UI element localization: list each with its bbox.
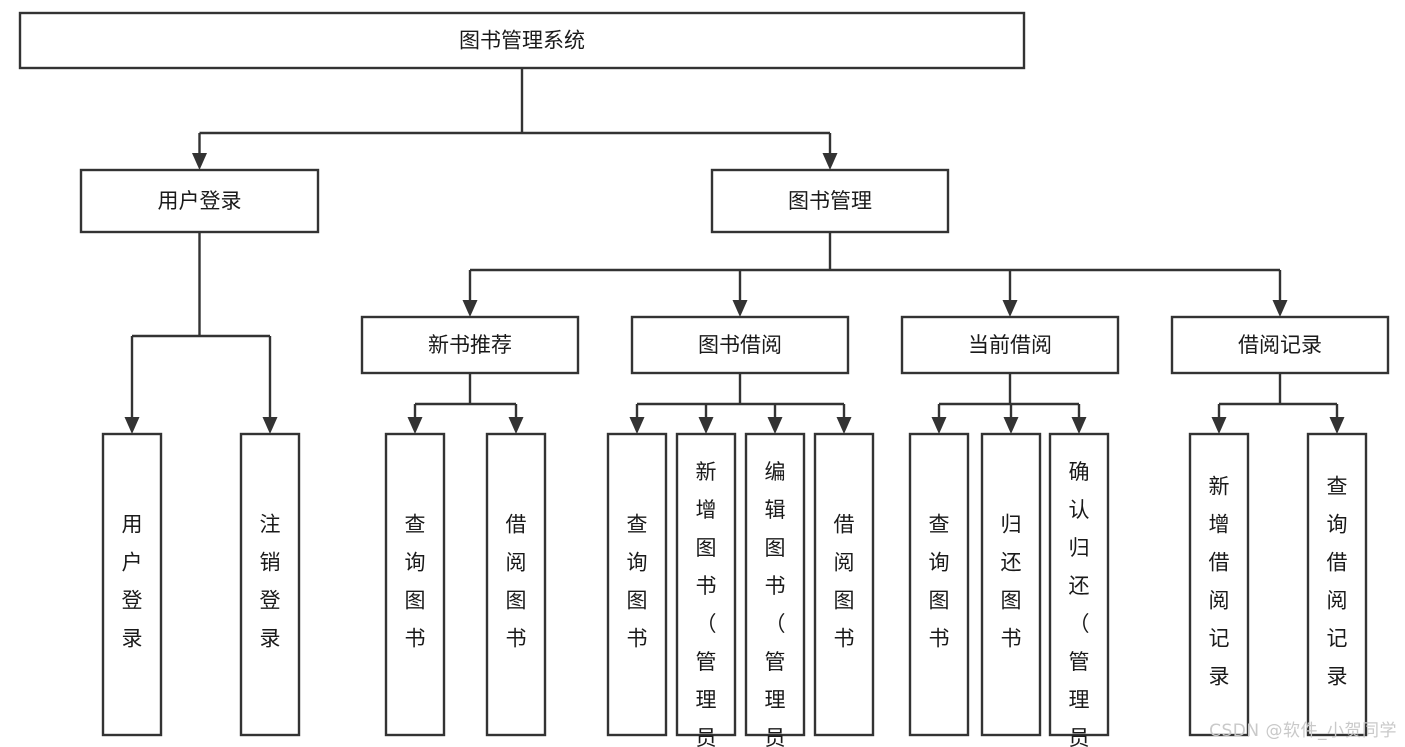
node-box [1188,432,1250,737]
node-records[interactable]: 借阅记录 [1170,315,1390,375]
arrow-head-icon [124,417,140,434]
arrow-head-icon [1002,300,1018,317]
arrow-head-icon [508,417,524,434]
node-bookmgmt[interactable]: 图书管理 [710,168,950,234]
node-label: 查询借阅记录 [1327,475,1348,689]
node-label: 新增借阅记录 [1209,475,1230,689]
node-label: 查询图书 [929,513,950,651]
node-borrow[interactable]: 图书借阅 [630,315,850,375]
node-current[interactable]: 当前借阅 [900,315,1120,375]
node-label: 用户登录 [158,189,242,213]
arrow-head-icon [732,300,748,317]
node-n-query[interactable]: 查询图书 [384,432,446,737]
node-l-logout[interactable]: 注销登录 [239,432,301,737]
node-layer: 图书管理系统用户登录图书管理新书推荐图书借阅当前借阅借阅记录用户登录注销登录查询… [18,11,1390,747]
arrow-head-icon [836,417,852,434]
node-box [239,432,301,737]
node-label: 查询图书 [627,513,648,651]
node-box [1048,432,1110,737]
node-box [630,315,850,375]
node-box [485,432,547,737]
node-box [813,432,875,737]
node-b-query[interactable]: 查询图书 [606,432,668,737]
node-label: 查询图书 [405,513,426,651]
arrow-head-icon [767,417,783,434]
arrow-head-icon [407,417,423,434]
arrow-head-icon [1272,300,1288,317]
node-label: 用户登录 [122,513,143,651]
node-label: 编辑图书（管理员） [765,460,786,747]
arrow-head-icon [698,417,714,434]
arrow-head-icon [822,153,838,170]
connector-layer [124,68,1345,434]
node-box [79,168,320,234]
node-box [710,168,950,234]
arrow-head-icon [1071,417,1087,434]
node-label: 图书管理系统 [459,29,585,53]
node-root[interactable]: 图书管理系统 [18,11,1026,70]
node-box [980,432,1042,737]
node-c-confirm[interactable]: 确认归还（管理员） [1048,432,1110,747]
node-label: 图书借阅 [698,333,782,357]
arrow-head-icon [1329,417,1345,434]
node-newbook[interactable]: 新书推荐 [360,315,580,375]
node-label: 借阅图书 [506,513,527,651]
node-label: 借阅图书 [834,513,855,651]
node-box [384,432,446,737]
node-box [675,432,737,737]
node-box [1306,432,1368,737]
node-login[interactable]: 用户登录 [79,168,320,234]
node-n-borrow[interactable]: 借阅图书 [485,432,547,737]
node-c-query[interactable]: 查询图书 [908,432,970,737]
arrow-head-icon [462,300,478,317]
node-b-add[interactable]: 新增图书（管理员） [675,432,737,747]
node-label: 归还图书 [1001,513,1022,651]
node-r-add[interactable]: 新增借阅记录 [1188,432,1250,737]
node-b-edit[interactable]: 编辑图书（管理员） [744,432,806,747]
node-box [1170,315,1390,375]
arrow-head-icon [931,417,947,434]
node-c-return[interactable]: 归还图书 [980,432,1042,737]
node-label: 新书推荐 [428,333,512,357]
arrow-head-icon [629,417,645,434]
node-box [18,11,1026,70]
arrow-head-icon [1003,417,1019,434]
node-label: 图书管理 [788,189,872,213]
node-box [900,315,1120,375]
node-label: 新增图书（管理员） [696,460,717,747]
arrow-head-icon [262,417,278,434]
node-box [908,432,970,737]
node-label: 确认归还（管理员） [1069,460,1090,747]
arrow-head-icon [1211,417,1227,434]
node-label: 注销登录 [260,513,281,651]
node-box [360,315,580,375]
node-label: 借阅记录 [1238,333,1322,357]
node-label: 当前借阅 [968,333,1052,357]
node-l-login[interactable]: 用户登录 [101,432,163,737]
arrow-head-icon [192,153,207,170]
node-r-query[interactable]: 查询借阅记录 [1306,432,1368,737]
node-b-borrow[interactable]: 借阅图书 [813,432,875,737]
node-box [101,432,163,737]
node-box [744,432,806,737]
node-box [606,432,668,737]
